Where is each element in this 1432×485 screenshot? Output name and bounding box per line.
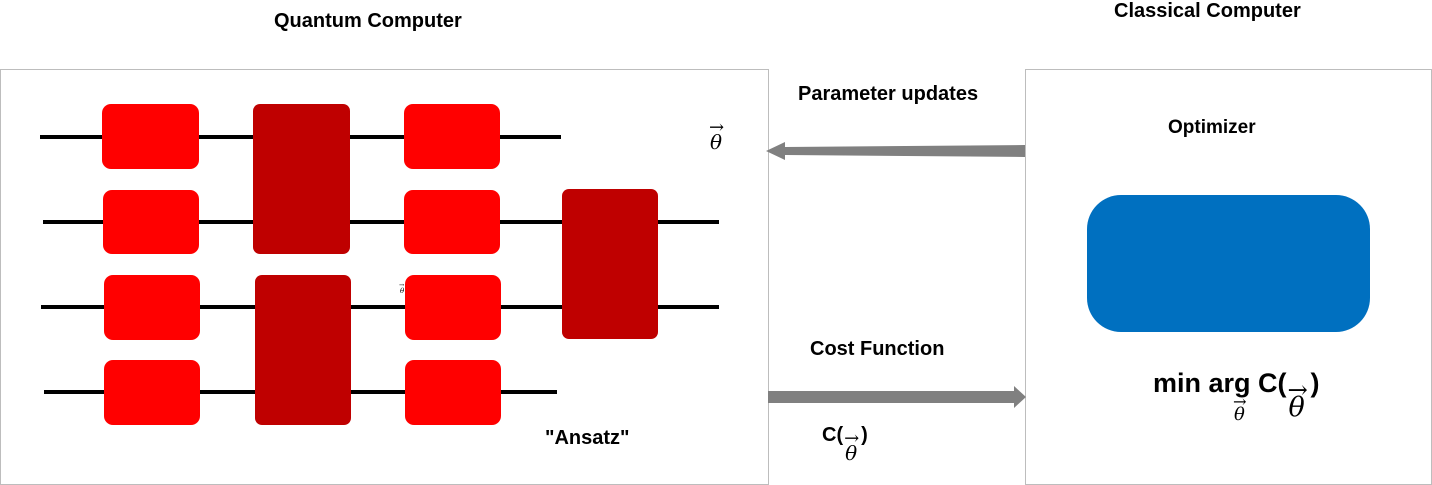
two-qubit-gate (562, 189, 658, 339)
single-qubit-gate (405, 360, 501, 425)
theta-small-label: θ (399, 282, 405, 295)
cost-value-label: C(θ) (822, 424, 868, 465)
cost-function-label: Cost Function (810, 338, 945, 360)
single-qubit-gate (405, 275, 501, 340)
theta-vector: θ (1287, 375, 1308, 423)
two-qubit-gate (253, 104, 350, 254)
qubit-wire-3 (41, 305, 719, 309)
theta-vector-label: θ (709, 117, 724, 154)
parameter-updates-label: Parameter updates (798, 83, 979, 105)
qubit-wire-2 (43, 220, 719, 224)
optimizer-block (1087, 195, 1370, 332)
single-qubit-gate (104, 275, 200, 340)
optimizer-label: Optimizer (1168, 117, 1256, 138)
two-qubit-gate (255, 275, 351, 425)
single-qubit-gate (404, 104, 500, 169)
ansatz-label: "Ansatz" (545, 427, 630, 449)
classical-computer-title: Classical Computer (1114, 0, 1301, 22)
single-qubit-gate (102, 104, 199, 169)
objective-prefix: min arg C( (1153, 368, 1287, 398)
theta-vector: θ (844, 428, 859, 465)
single-qubit-gate (404, 190, 500, 254)
quantum-computer-title: Quantum Computer (274, 10, 462, 32)
single-qubit-gate (103, 190, 199, 254)
objective-suffix: ) (1310, 368, 1320, 398)
cost-function-arrow (768, 386, 1026, 408)
objective-label: min arg C(θ) (1153, 368, 1320, 423)
single-qubit-gate (104, 360, 200, 425)
cost-suffix: ) (861, 424, 868, 446)
parameter-update-arrow (766, 142, 1025, 160)
cost-prefix: C( (822, 424, 844, 446)
objective-subscript-theta: θ (1233, 392, 1246, 425)
